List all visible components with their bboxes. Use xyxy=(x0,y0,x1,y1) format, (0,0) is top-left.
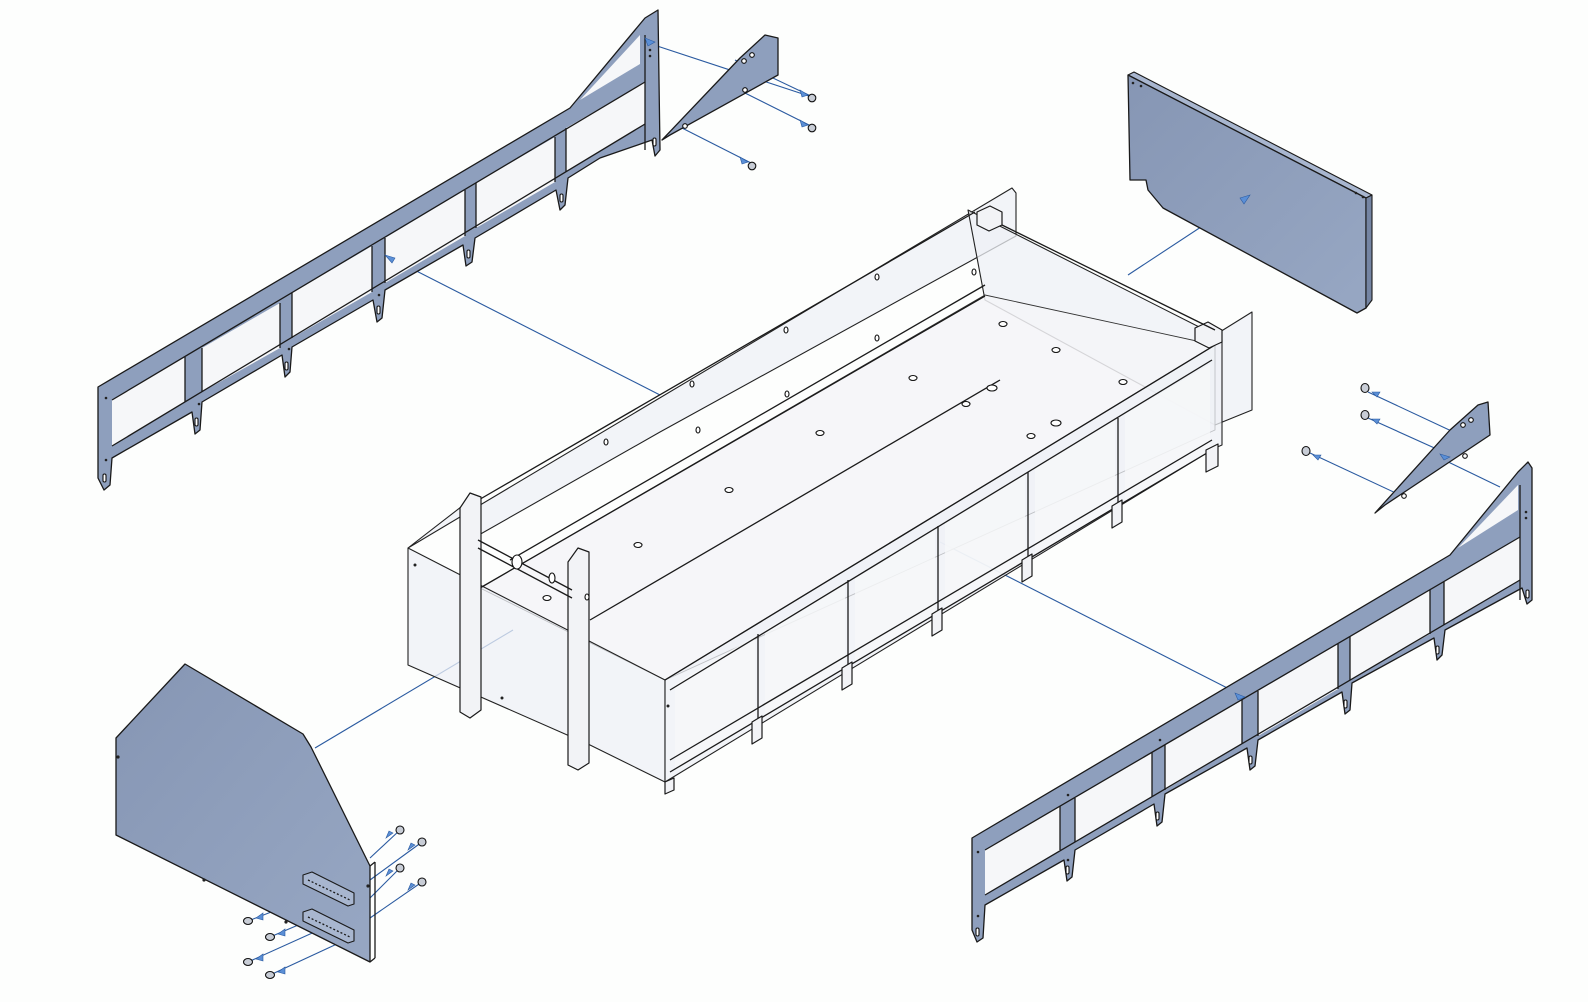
tray-body[interactable] xyxy=(407,187,1253,795)
tail-posts xyxy=(459,492,590,771)
bolt-icon xyxy=(1360,409,1370,421)
bolt-icon xyxy=(242,957,254,967)
explode-arrowheads xyxy=(384,37,656,264)
tailgate-fasteners xyxy=(242,825,427,980)
bolt-icon xyxy=(807,93,817,103)
headboard-panel[interactable] xyxy=(1127,71,1373,314)
bolt-icon xyxy=(1360,382,1370,394)
bolt-icon xyxy=(264,970,276,980)
bolt-icon xyxy=(264,932,276,942)
step-bracket-lower xyxy=(302,908,355,944)
left-gusset-fasteners xyxy=(739,89,817,171)
bolt-icon xyxy=(747,161,757,171)
nut-icon xyxy=(417,837,427,847)
wall-holes xyxy=(603,268,977,446)
bolt-icon xyxy=(807,123,817,133)
right-gusset[interactable] xyxy=(1374,401,1491,514)
nut-icon xyxy=(395,825,405,835)
right-side-rail[interactable] xyxy=(971,461,1533,943)
nut-icon xyxy=(395,863,405,873)
mounting-legs xyxy=(664,443,1219,795)
right-gusset-fasteners xyxy=(1301,382,1381,461)
left-side-rail[interactable] xyxy=(97,9,661,491)
tailgate-panel[interactable] xyxy=(115,663,376,963)
floor-holes xyxy=(542,320,1128,602)
bolt-icon xyxy=(1301,445,1311,457)
step-bracket-upper xyxy=(302,871,355,907)
left-gusset[interactable] xyxy=(661,34,779,141)
bolt-icon xyxy=(242,916,254,926)
nut-icon xyxy=(417,877,427,887)
